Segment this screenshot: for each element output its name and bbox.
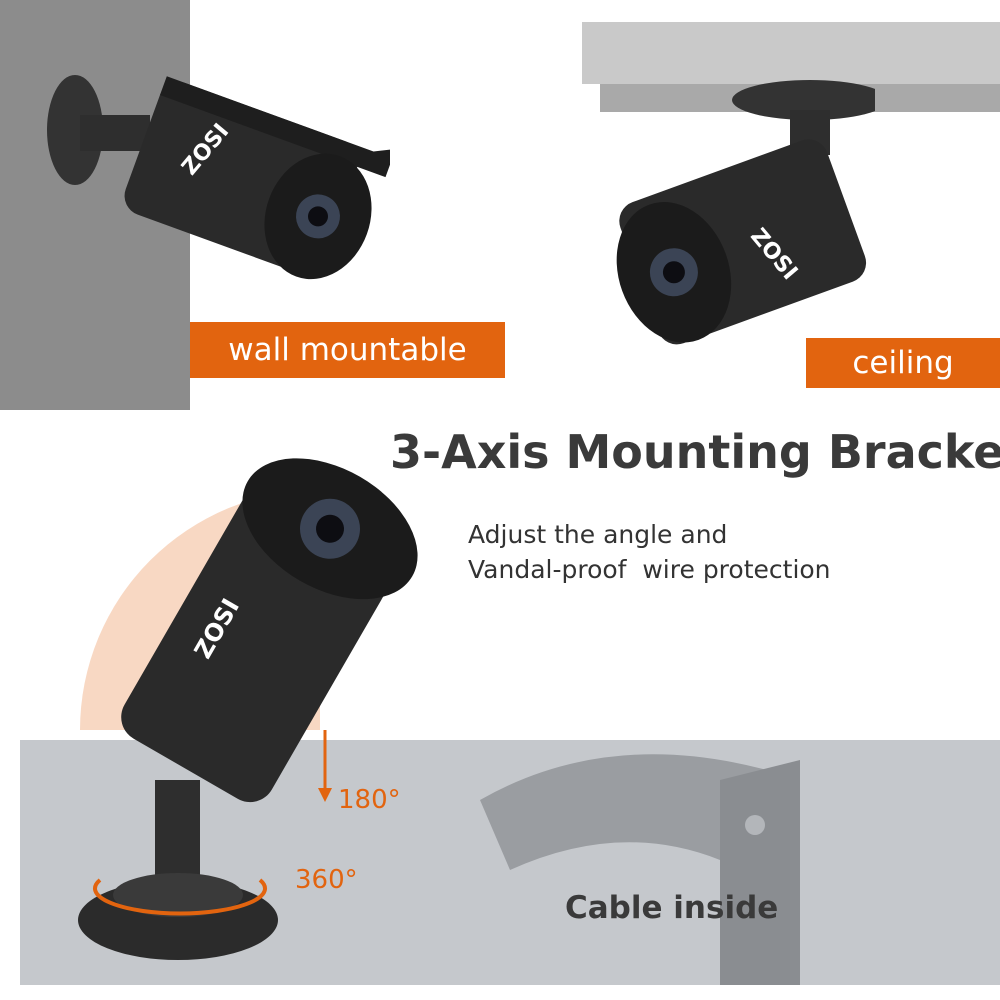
subtitle-line-1: Adjust the angle and bbox=[468, 520, 728, 549]
tilt-angle-label: 180° bbox=[338, 785, 401, 815]
subtitle-line-2: Vandal-proof wire protection bbox=[468, 555, 831, 584]
page-title: 3-Axis Mounting Bracket bbox=[390, 425, 1000, 479]
ceiling-camera-image: ZOSI bbox=[616, 80, 875, 345]
ceiling-backdrop bbox=[582, 22, 1000, 84]
wall-mountable-label: wall mountable bbox=[190, 322, 505, 378]
bracket-closeup-image bbox=[480, 754, 800, 985]
tilt-camera-image: ZOSI bbox=[78, 458, 418, 960]
ceiling-label: ceiling bbox=[806, 338, 1000, 388]
wall-camera-image: ZOSI bbox=[47, 75, 390, 280]
cable-inside-label: Cable inside bbox=[565, 890, 779, 926]
pan-angle-label: 360° bbox=[295, 865, 358, 895]
